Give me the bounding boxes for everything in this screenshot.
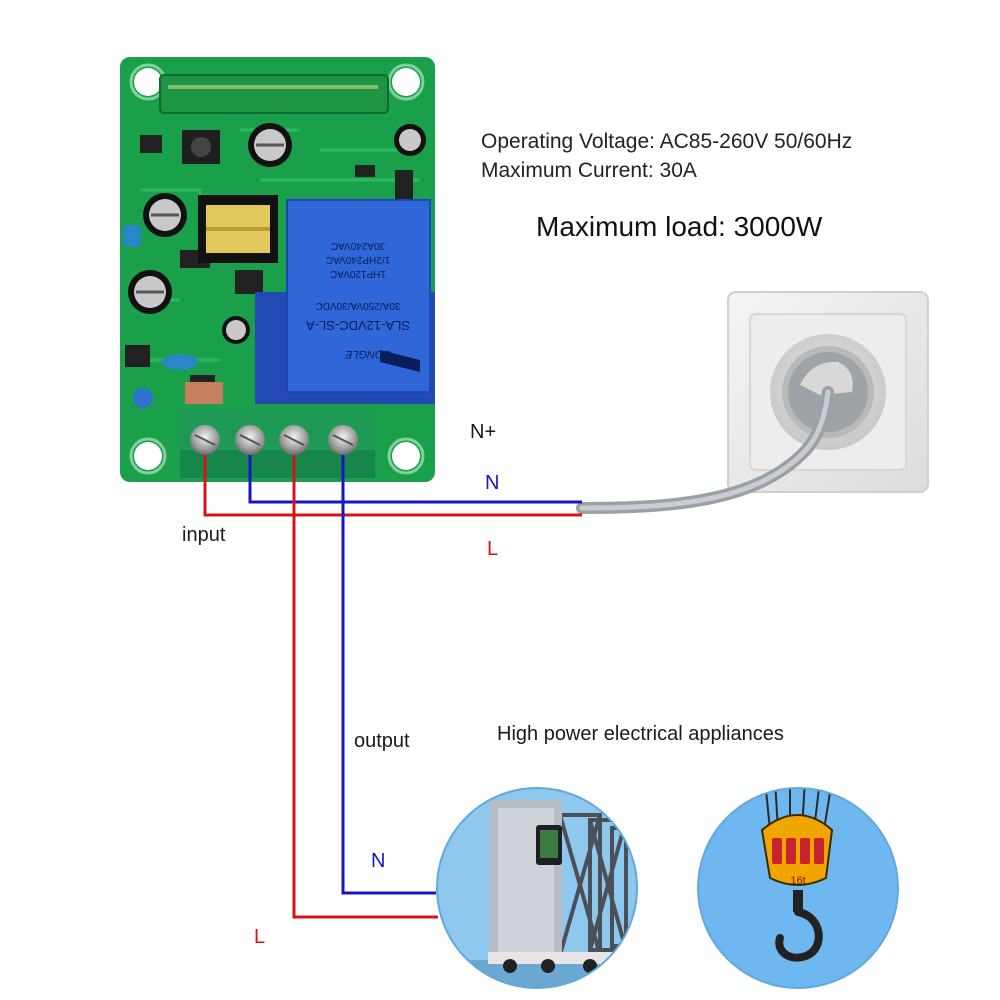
capacitors — [128, 123, 426, 344]
terminal-screw-3 — [279, 425, 309, 455]
output-live-label: L — [254, 926, 266, 948]
transformer — [198, 195, 278, 263]
terminal-screw-2 — [235, 425, 265, 455]
relay-spec-line2: 1/2HP240VAC — [326, 254, 390, 265]
relay-spec-line1: 30A240VAC — [331, 240, 385, 251]
relay-brand: SONGLE — [344, 348, 391, 360]
appliances-title: High power electrical appliances — [497, 723, 784, 745]
hook-capacity-label: 16t — [790, 875, 805, 887]
rf-module — [159, 74, 389, 114]
input-live-wire — [203, 455, 582, 517]
input-neutral-label: N — [485, 472, 500, 494]
relay-spec-line4: 30A/250VA/30VDC — [316, 300, 401, 311]
button-component — [182, 130, 220, 164]
max-current-text: Maximum Current: 30A — [481, 159, 697, 182]
input-live-label: L — [487, 538, 499, 560]
relay-spec-line3: 1HP120VAC — [330, 268, 386, 279]
max-load-text: Maximum load: 3000W — [536, 211, 823, 242]
terminal-screw-4 — [328, 425, 358, 455]
terminal-screw-1 — [190, 425, 220, 455]
terminal-block — [180, 408, 375, 478]
output-live-wire — [292, 455, 438, 919]
appliance-crane-hook-image: 16t — [697, 787, 899, 989]
power-relay: 30A240VAC 1/2HP240VAC 1HP120VAC 30A/250V… — [255, 199, 435, 404]
n-plus-label: N+ — [470, 421, 497, 443]
input-label: input — [182, 524, 226, 546]
appliance-gate-image — [436, 787, 638, 989]
output-neutral-wire — [341, 455, 436, 895]
output-neutral-label: N — [371, 850, 386, 872]
input-neutral-wire — [248, 455, 582, 504]
relay-model: SLA-12VDC-SL-A — [306, 318, 410, 333]
operating-voltage-text: Operating Voltage: AC85-260V 50/60Hz — [481, 130, 853, 153]
mounting-holes — [129, 63, 425, 475]
output-label: output — [354, 730, 410, 752]
